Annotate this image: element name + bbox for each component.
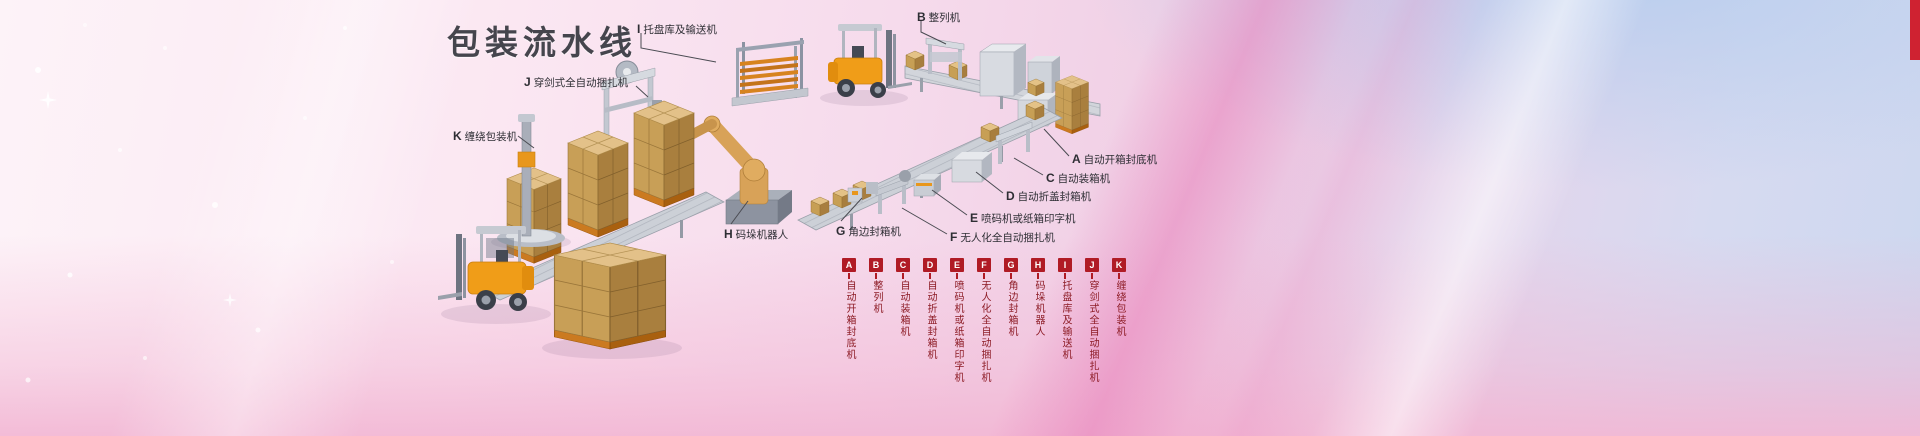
callout-label: 托盘库及输送机 [643,24,717,36]
pallet-magazine [731,38,809,107]
legend-badge: C [896,258,910,272]
callout-label: 自动开箱封底机 [1083,154,1158,166]
callout-letter: F [950,230,958,244]
callout-label: 穿剑式全自动捆扎机 [533,77,629,89]
callout-letter: B [917,10,926,24]
page-title: 包装流水线 [447,24,637,61]
legend-label: 托盘库及输送机 [1060,280,1071,361]
callout-label: 自动装箱机 [1057,173,1111,185]
legend-badge: D [923,258,937,272]
legend-connector [1064,273,1066,279]
corner-sealer-machine [847,182,878,203]
callout-label: 角边封箱机 [848,226,901,238]
legend-badge: I [1058,258,1072,272]
stretch-wrapper-machine [497,114,565,247]
callout-letter: D [1006,189,1015,203]
callout-letter: I [637,22,641,36]
callout-letter: H [724,227,733,241]
flap-folder-sealer-machine [951,152,992,183]
callout-letter: A [1072,152,1081,166]
legend-item-b: B 整列机 [869,258,883,384]
callout-letter: G [836,224,846,238]
legend-item-e: E 喷码机或纸箱印字机 [950,258,964,384]
legend-label: 码垛机器人 [1033,280,1044,338]
right-edge-red-strip [1910,0,1920,60]
legend-connector [1010,273,1012,279]
sparkles [25,23,394,383]
legend-label: 自动开箱封底机 [844,280,855,361]
legend-connector [1118,273,1120,279]
callout-label: 喷码机或纸箱印字机 [981,213,1076,225]
callout-leader-lines [517,20,1070,235]
legend-badge: B [869,258,883,272]
callout-label: 自动折盖封箱机 [1017,191,1092,203]
legend-item-g: G 角边封箱机 [1004,258,1018,384]
callout-letter: K [453,129,462,143]
legend-connector [929,273,931,279]
legend-label: 喷码机或纸箱印字机 [952,280,963,384]
inkjet-printer-machine [913,174,941,197]
legend-badge: K [1112,258,1126,272]
legend: A 自动开箱封底机 B 整列机 C 自动装箱机 D 自动折盖封箱机 E 喷码机或… [842,258,1126,384]
legend-label: 穿剑式全自动捆扎机 [1087,280,1098,384]
legend-label: 缠绕包装机 [1114,280,1125,338]
legend-item-f: F 无人化全自动捆扎机 [977,258,991,384]
legend-connector [983,273,985,279]
legend-item-i: I 托盘库及输送机 [1058,258,1072,384]
legend-connector [902,273,904,279]
floor-pallet-load [553,242,667,350]
legend-label: 自动装箱机 [898,280,909,338]
legend-badge: H [1031,258,1045,272]
legend-connector [875,273,877,279]
forklift-top [828,24,912,98]
legend-label: 无人化全自动捆扎机 [979,280,990,384]
legend-item-k: K 缠绕包装机 [1112,258,1126,384]
legend-connector [956,273,958,279]
callout-label: 缠绕包装机 [464,131,518,143]
legend-label: 整列机 [871,280,882,315]
callout-label: 无人化全自动捆扎机 [960,232,1055,244]
legend-connector [1037,273,1039,279]
legend-item-d: D 自动折盖封箱机 [923,258,937,384]
legend-label: 自动折盖封箱机 [925,280,936,361]
legend-badge: E [950,258,964,272]
legend-badge: G [1004,258,1018,272]
case-packer-machine [995,121,1033,164]
legend-item-c: C 自动装箱机 [896,258,910,384]
callout-letter: J [524,75,531,89]
legend-badge: J [1085,258,1099,272]
callout-letter: E [970,211,979,225]
legend-connector [1091,273,1093,279]
legend-badge: F [977,258,991,272]
legend-item-a: A 自动开箱封底机 [842,258,856,384]
legend-label: 角边封箱机 [1006,280,1017,338]
legend-item-h: H 码垛机器人 [1031,258,1045,384]
callout-label: 整列机 [928,12,961,24]
legend-badge: A [842,258,856,272]
forklift-left [438,226,534,311]
legend-connector [848,273,850,279]
callout-label: 码垛机器人 [735,229,789,241]
legend-item-j: J 穿剑式全自动捆扎机 [1085,258,1099,384]
callout-letter: C [1046,171,1055,185]
